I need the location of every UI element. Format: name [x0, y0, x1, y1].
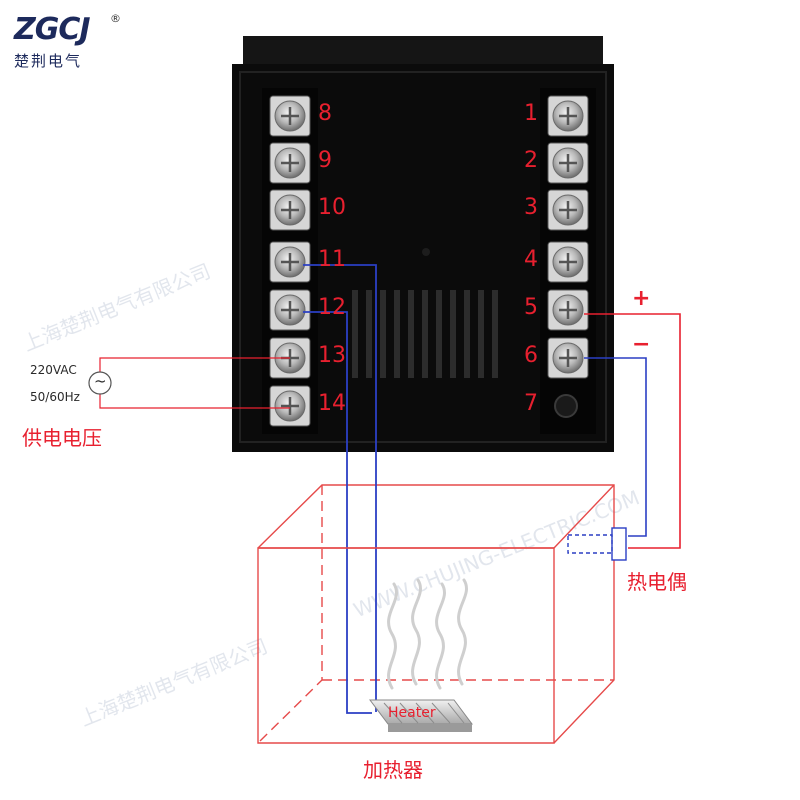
- vent-slot: [436, 290, 442, 378]
- thermocouple-plus-wire: [584, 313, 681, 549]
- ac-source-circle: [88, 371, 112, 395]
- vent-slot: [366, 290, 372, 378]
- vent-slot: [394, 290, 400, 378]
- heater-tag: Heater: [388, 705, 436, 721]
- heater-caption: 加热器: [363, 758, 423, 782]
- terminal-3: [547, 189, 589, 231]
- terminal-label-8: 8: [318, 101, 332, 126]
- heater-wires: [303, 264, 377, 714]
- terminal-5: [547, 289, 589, 331]
- terminal-label-1: 1: [524, 101, 538, 126]
- terminal-12: [269, 289, 311, 331]
- terminal-label-2: 2: [524, 148, 538, 173]
- heater-wire-2: [303, 311, 372, 714]
- terminal-label-4: 4: [524, 247, 538, 272]
- thermocouple-caption: 热电偶: [627, 570, 687, 594]
- terminal-8: [269, 95, 311, 137]
- thermocouple-wires: [584, 313, 681, 549]
- registered-mark: ®: [110, 12, 121, 25]
- terminal-9: [269, 142, 311, 184]
- terminal-2: [547, 142, 589, 184]
- thermocouple-minus-label: −: [632, 332, 651, 357]
- terminal-label-9: 9: [318, 148, 332, 173]
- terminal-plug: [554, 394, 578, 418]
- vent-slot: [492, 290, 498, 378]
- heater-element: [369, 699, 473, 732]
- terminal-screws: [269, 95, 589, 427]
- terminal-10: [269, 189, 311, 231]
- supply-voltage-caption: 供电电压: [22, 426, 102, 450]
- terminal-label-7: 7: [524, 391, 538, 416]
- supply-frequency-label: 50/60Hz: [30, 390, 80, 404]
- terminal-14: [269, 385, 311, 427]
- vent-slot: [450, 290, 456, 378]
- supply-wires: [99, 357, 290, 409]
- brand-logo: ZGCJ ® 楚荆电气: [14, 12, 124, 82]
- thermocouple-plus-label: +: [632, 286, 651, 311]
- thermocouple-minus-wire: [584, 357, 647, 537]
- terminal-label-14: 14: [318, 391, 346, 416]
- terminal-7: [554, 394, 578, 418]
- supply-voltage-label: 220VAC: [30, 363, 77, 377]
- terminal-label-10: 10: [318, 195, 346, 220]
- heat-waves: [387, 578, 468, 690]
- vent-slot: [380, 290, 386, 378]
- terminal-label-6: 6: [524, 343, 538, 368]
- terminal-label-3: 3: [524, 195, 538, 220]
- terminal-1: [547, 95, 589, 137]
- vent-slot: [408, 290, 414, 378]
- brand-chinese-name: 楚荆电气: [14, 52, 83, 70]
- terminal-11: [269, 241, 311, 283]
- vent-slot: [478, 290, 484, 378]
- vent-grille: [352, 290, 498, 378]
- terminal-label-11: 11: [318, 247, 346, 272]
- enclosure-top-edge: [553, 484, 615, 549]
- controller-body-inset: [239, 71, 607, 443]
- terminal-label-13: 13: [318, 343, 346, 368]
- vent-slot: [352, 290, 358, 378]
- terminal-label-5: 5: [524, 295, 538, 320]
- terminal-label-12: 12: [318, 295, 346, 320]
- supply-wire-bottom: [99, 394, 290, 409]
- ac-symbol: ~: [94, 372, 107, 390]
- terminal-6: [547, 337, 589, 379]
- brand-logo-text: ZGCJ: [14, 12, 91, 47]
- vent-slot: [422, 290, 428, 378]
- enclosure-hidden-edge: [257, 485, 323, 744]
- terminal-4: [547, 241, 589, 283]
- thermocouple-probe: [567, 527, 627, 561]
- mounting-hole: [422, 248, 430, 256]
- vent-slot: [464, 290, 470, 378]
- heater-wire-1: [303, 264, 377, 712]
- supply-wire-top: [99, 357, 290, 372]
